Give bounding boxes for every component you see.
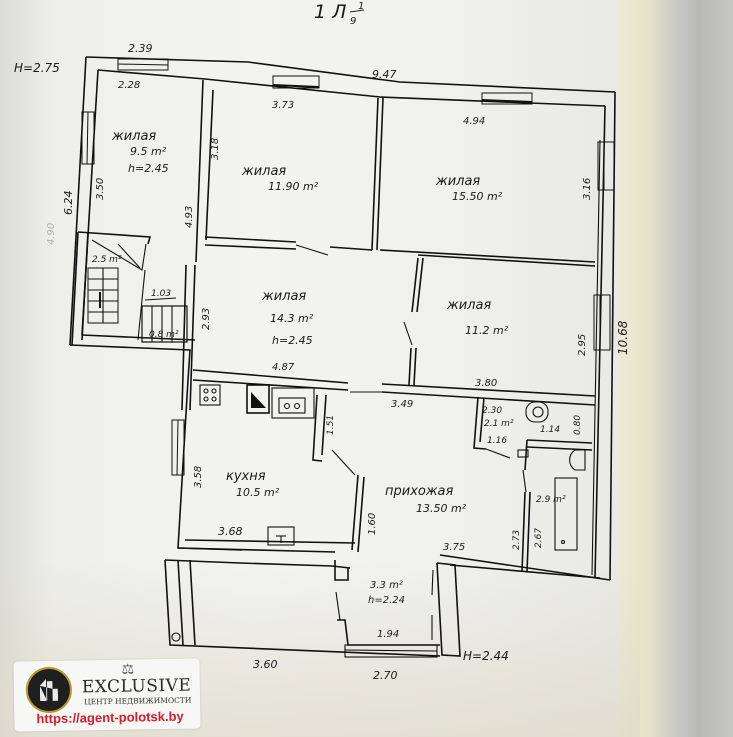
room-living-1-ceiling: h=2.45 [128,162,169,175]
dimension-labels: H=2.75 H=2.44 2.39 2.28 9.47 3.73 4.94 6… [14,42,630,682]
room-wc-area: 2.1 m² [484,419,514,429]
room-living-5-area: 11.2 m² [465,324,509,337]
svg-text:2.73: 2.73 [512,530,522,550]
svg-text:2.93: 2.93 [201,308,212,330]
room-kitchen-area: 10.5 m² [236,486,280,499]
svg-text:4.90: 4.90 [46,223,57,245]
sink-icon [278,397,306,414]
svg-text:1.60: 1.60 [367,513,378,535]
agency-brand: EXCLUSIVE [81,675,192,698]
room-living-4-name: жилая [261,289,306,304]
svg-text:4.94: 4.94 [463,116,485,127]
svg-text:3.18: 3.18 [210,138,221,160]
agency-subtitle: ЦЕНТР НЕДВИЖИМОСТИ [84,695,192,707]
room-kitchen-name: кухня [226,469,266,484]
room-living-1-name: жилая [111,129,156,144]
room-living-3-name: жилая [435,174,480,189]
svg-text:10.68: 10.68 [616,320,630,355]
bathtub-icon [554,477,578,551]
scales-icon: ⚖ [121,661,135,678]
height-extension: H=2.44 [463,649,509,663]
room-closet-area: 0.8 m² [149,330,179,340]
room-living-1-area: 9.5 m² [130,145,167,158]
fixtures [199,384,586,551]
room-bathroom-area: 2.9 m² [536,495,566,505]
svg-text:2.95: 2.95 [577,334,588,356]
agency-watermark: ⚖ EXCLUSIVE ЦЕНТР НЕДВИЖИМОСТИ https://a… [13,658,201,732]
svg-text:4.93: 4.93 [184,206,195,228]
svg-text:3.80: 3.80 [475,378,497,389]
svg-text:3.58: 3.58 [193,466,204,488]
sheet-fraction-top: 1 [358,1,364,12]
svg-text:3.16: 3.16 [582,178,593,200]
toilet-icon [532,406,544,418]
stove-icon [199,384,221,406]
room-stair-area: 2.5 m² [92,255,122,265]
room-labels: жилая 9.5 m² h=2.45 жилая 11.90 m² жилая… [92,129,566,606]
svg-text:1.51: 1.51 [326,415,336,435]
room-living-4-ceiling: h=2.45 [272,334,313,347]
sheet-title: 1 Л [314,1,346,23]
svg-text:6.24: 6.24 [62,191,75,216]
svg-text:1.03: 1.03 [151,289,171,299]
svg-text:1.16: 1.16 [487,436,507,446]
staircase [71,231,188,346]
windows [81,58,615,476]
room-living-3-area: 15.50 m² [452,190,503,203]
room-porch-area: 3.3 m² [370,580,403,591]
svg-text:3.73: 3.73 [272,100,294,111]
svg-text:2.30: 2.30 [482,406,502,416]
room-hallway-area: 13.50 m² [416,502,467,515]
room-hallway-name: прихожая [385,484,454,499]
oven-icon [246,384,270,414]
room-living-4-area: 14.3 m² [270,312,314,325]
svg-text:3.75: 3.75 [443,542,465,553]
extension [164,559,461,658]
room-living-2-area: 11.90 m² [268,180,319,193]
height-main: H=2.75 [14,61,60,75]
room-living-5-name: жилая [446,298,491,313]
room-porch-ceiling: h=2.24 [368,595,405,606]
svg-text:3.60: 3.60 [253,658,278,671]
svg-text:2.28: 2.28 [118,80,140,91]
svg-text:3.68: 3.68 [218,525,243,538]
svg-text:0.80: 0.80 [573,415,583,435]
agency-url-link[interactable]: https://agent-polotsk.by [36,708,184,727]
svg-text:1.94: 1.94 [377,629,399,640]
svg-text:3.50: 3.50 [95,178,106,200]
agency-logo-icon [25,666,73,714]
svg-text:2.70: 2.70 [373,669,398,682]
room-living-2-name: жилая [241,164,286,179]
svg-text:3.49: 3.49 [391,399,413,410]
svg-text:1.14: 1.14 [540,425,560,435]
washbasin-icon [569,449,586,471]
sheet-fraction-bottom: 9 [350,16,356,27]
svg-text:2.67: 2.67 [534,528,544,548]
svg-text:4.87: 4.87 [272,362,295,373]
svg-text:9.47: 9.47 [372,68,397,81]
svg-text:2.39: 2.39 [128,42,153,55]
